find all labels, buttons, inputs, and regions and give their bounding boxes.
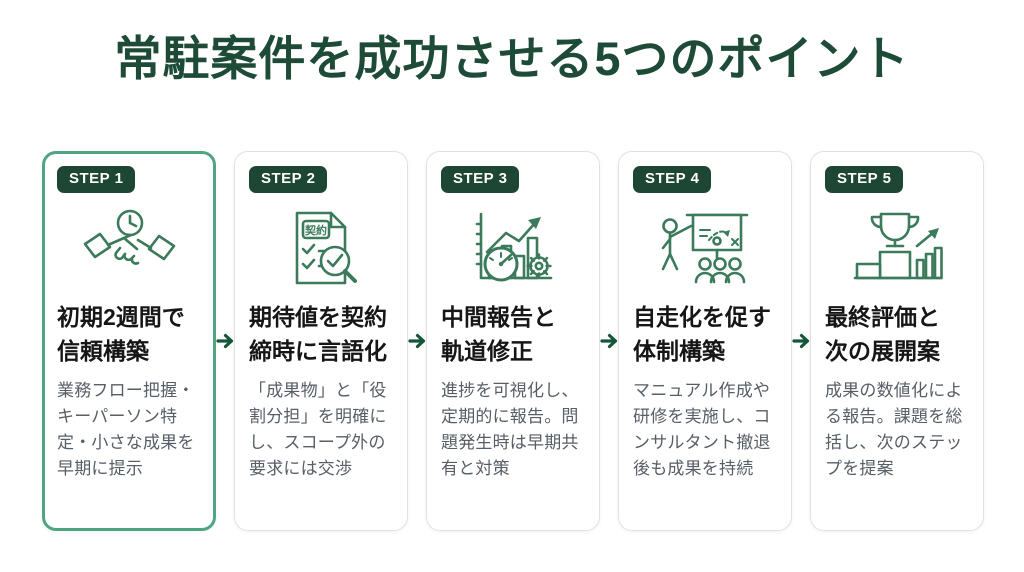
arrow-cell-2 bbox=[408, 151, 426, 531]
step-card-5: STEP 5 最終評価と 次の展開案 bbox=[810, 150, 984, 531]
step-card-2: STEP 2 契約 期待値を契約 締時に言語化 「成果物」と「役割分担」を明確に… bbox=[234, 150, 408, 531]
chart-gauge-gear-icon bbox=[475, 212, 553, 282]
arrow-cell-3 bbox=[600, 151, 618, 531]
step-icon-wrap-1 bbox=[57, 203, 201, 295]
step-title-4: 自走化を促す 体制構築 bbox=[633, 303, 771, 364]
step-description-3: 進捗を可視化し、定期的に報告。問題発生時は早期共有と対策 bbox=[441, 381, 579, 478]
step-badge-3: STEP 3 bbox=[441, 165, 520, 193]
step-icon-wrap-5 bbox=[825, 203, 969, 295]
page-title: 常駐案件を成功させる5つのポイント bbox=[114, 32, 910, 85]
step-description-4: マニュアル作成や研修を実施し、コンサルタント撤退後も成果を持続 bbox=[633, 381, 771, 478]
right-arrow-icon bbox=[792, 333, 810, 348]
step-icon-wrap-4 bbox=[633, 203, 777, 295]
right-arrow-icon bbox=[600, 333, 618, 348]
right-arrow-icon bbox=[216, 333, 234, 348]
trophy-podium-chart-icon bbox=[853, 212, 943, 280]
step-description-2: 「成果物」と「役割分担」を明確にし、スコープ外の要求には交渉 bbox=[249, 381, 387, 478]
step-title-5: 最終評価と 次の展開案 bbox=[825, 303, 940, 364]
arrow-cell-1 bbox=[216, 151, 234, 531]
right-arrow-icon bbox=[408, 333, 426, 348]
step-badge-2: STEP 2 bbox=[249, 165, 328, 193]
handshake-clock-icon bbox=[83, 209, 176, 265]
step-badge-5: STEP 5 bbox=[825, 165, 904, 193]
arrow-cell-4 bbox=[792, 151, 810, 531]
step-description-5: 成果の数値化による報告。課題を総括し、次のステップを提案 bbox=[825, 381, 963, 478]
presenter-whiteboard-audience-icon bbox=[661, 213, 749, 284]
step-icon-wrap-3 bbox=[441, 203, 585, 295]
step-badge-1: STEP 1 bbox=[57, 165, 136, 193]
step-title-1: 初期2週間で 信頼構築 bbox=[57, 303, 185, 364]
step-icon-wrap-2: 契約 bbox=[249, 203, 393, 295]
steps-row: STEP 1 初期2週間で 信頼構築 業務フロー把握・キーパーソン特定・小さな成… bbox=[0, 150, 1024, 531]
step-description-1: 業務フロー把握・キーパーソン特定・小さな成果を早期に提示 bbox=[57, 381, 195, 478]
contract-label: 契約 bbox=[304, 223, 327, 237]
step-badge-4: STEP 4 bbox=[633, 165, 712, 193]
step-title-3: 中間報告と 軌道修正 bbox=[441, 303, 556, 364]
step-card-4: STEP 4 bbox=[618, 150, 792, 531]
step-title-2: 期待値を契約 締時に言語化 bbox=[249, 303, 387, 364]
contract-document-magnifier-icon: 契約 bbox=[295, 211, 357, 285]
step-card-1: STEP 1 初期2週間で 信頼構築 業務フロー把握・キーパーソン特定・小さな成… bbox=[42, 150, 216, 531]
step-card-3: STEP 3 bbox=[426, 150, 600, 531]
